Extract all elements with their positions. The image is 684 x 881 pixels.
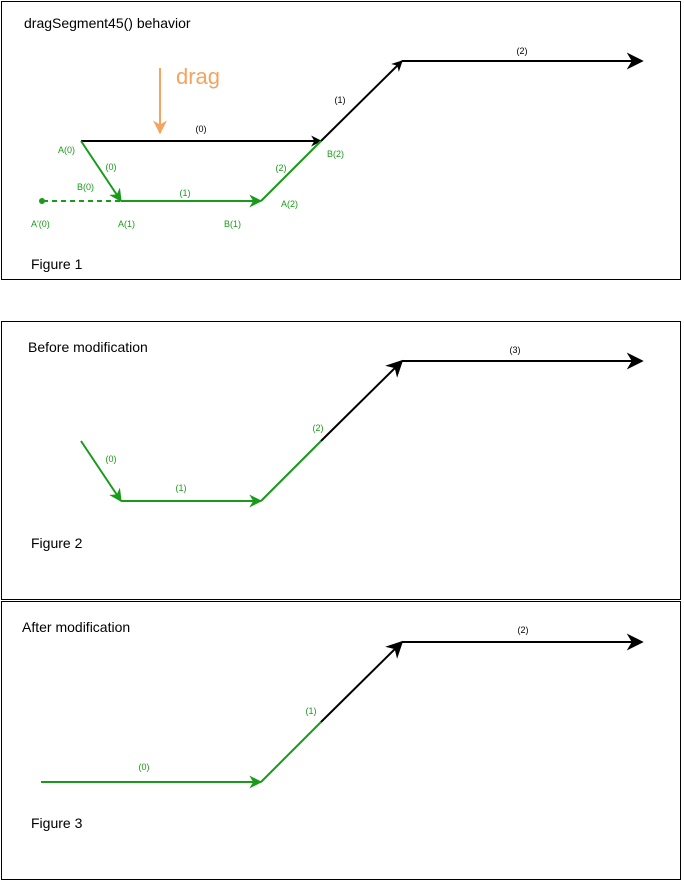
black-label-3: (3) [510,345,521,355]
figure-2-title: Before modification [28,339,148,355]
point-label-b0: B(0) [77,182,94,192]
figure-3-title: After modification [22,619,131,635]
green-label-2: (2) [276,163,287,173]
green-label-1: (1) [306,706,317,716]
green-segment-0 [80,140,122,203]
drag-label: drag [176,64,220,89]
figure-3-panel: After modification Figure 3 (0) (1) (2) [1,601,681,880]
green-segment-1 [260,721,322,783]
point-label-a0-prime: A'(0) [31,219,50,229]
black-label-0: (0) [196,124,207,134]
green-segment-0 [80,440,122,503]
green-segment-2 [260,440,322,502]
point-label-b2: B(2) [327,149,344,159]
green-label-1: (1) [180,188,191,198]
green-segment-2 [260,140,322,202]
figure-2-panel: Before modification Figure 2 (0) (1) (2)… [1,321,681,600]
green-label-2: (2) [313,423,324,433]
figure-3-diagram: (0) (1) (2) [41,625,644,789]
black-label-2: (2) [518,625,529,635]
green-label-1: (1) [176,483,187,493]
figure-1-panel: dragSegment45() behavior Figure 1 drag (… [1,1,681,280]
figure-2-diagram: (0) (1) (2) (3) [80,345,644,508]
figure-2-caption: Figure 2 [31,535,83,551]
point-label-a0: A(0) [58,145,75,155]
black-diagonal-segment [320,640,404,723]
black-diagonal-segment [320,359,404,442]
point-label-a1: A(1) [118,219,135,229]
green-label-0: (0) [106,162,117,172]
figure-3-caption: Figure 3 [31,815,83,831]
point-a0-prime-dot [39,198,45,204]
figure-1-title: dragSegment45() behavior [24,15,191,31]
point-label-b1: B(1) [224,219,241,229]
black-label-2: (2) [517,46,528,56]
point-label-a2: A(2) [281,199,298,209]
black-segment-1 [320,60,403,142]
green-label-0: (0) [106,454,117,464]
figure-1-diagram: drag (0) (1) (2) (0) (1) (2) A(0) B(0) A… [31,46,644,229]
figure-1-caption: Figure 1 [31,256,83,272]
black-label-1: (1) [335,95,346,105]
green-label-0: (0) [139,762,150,772]
